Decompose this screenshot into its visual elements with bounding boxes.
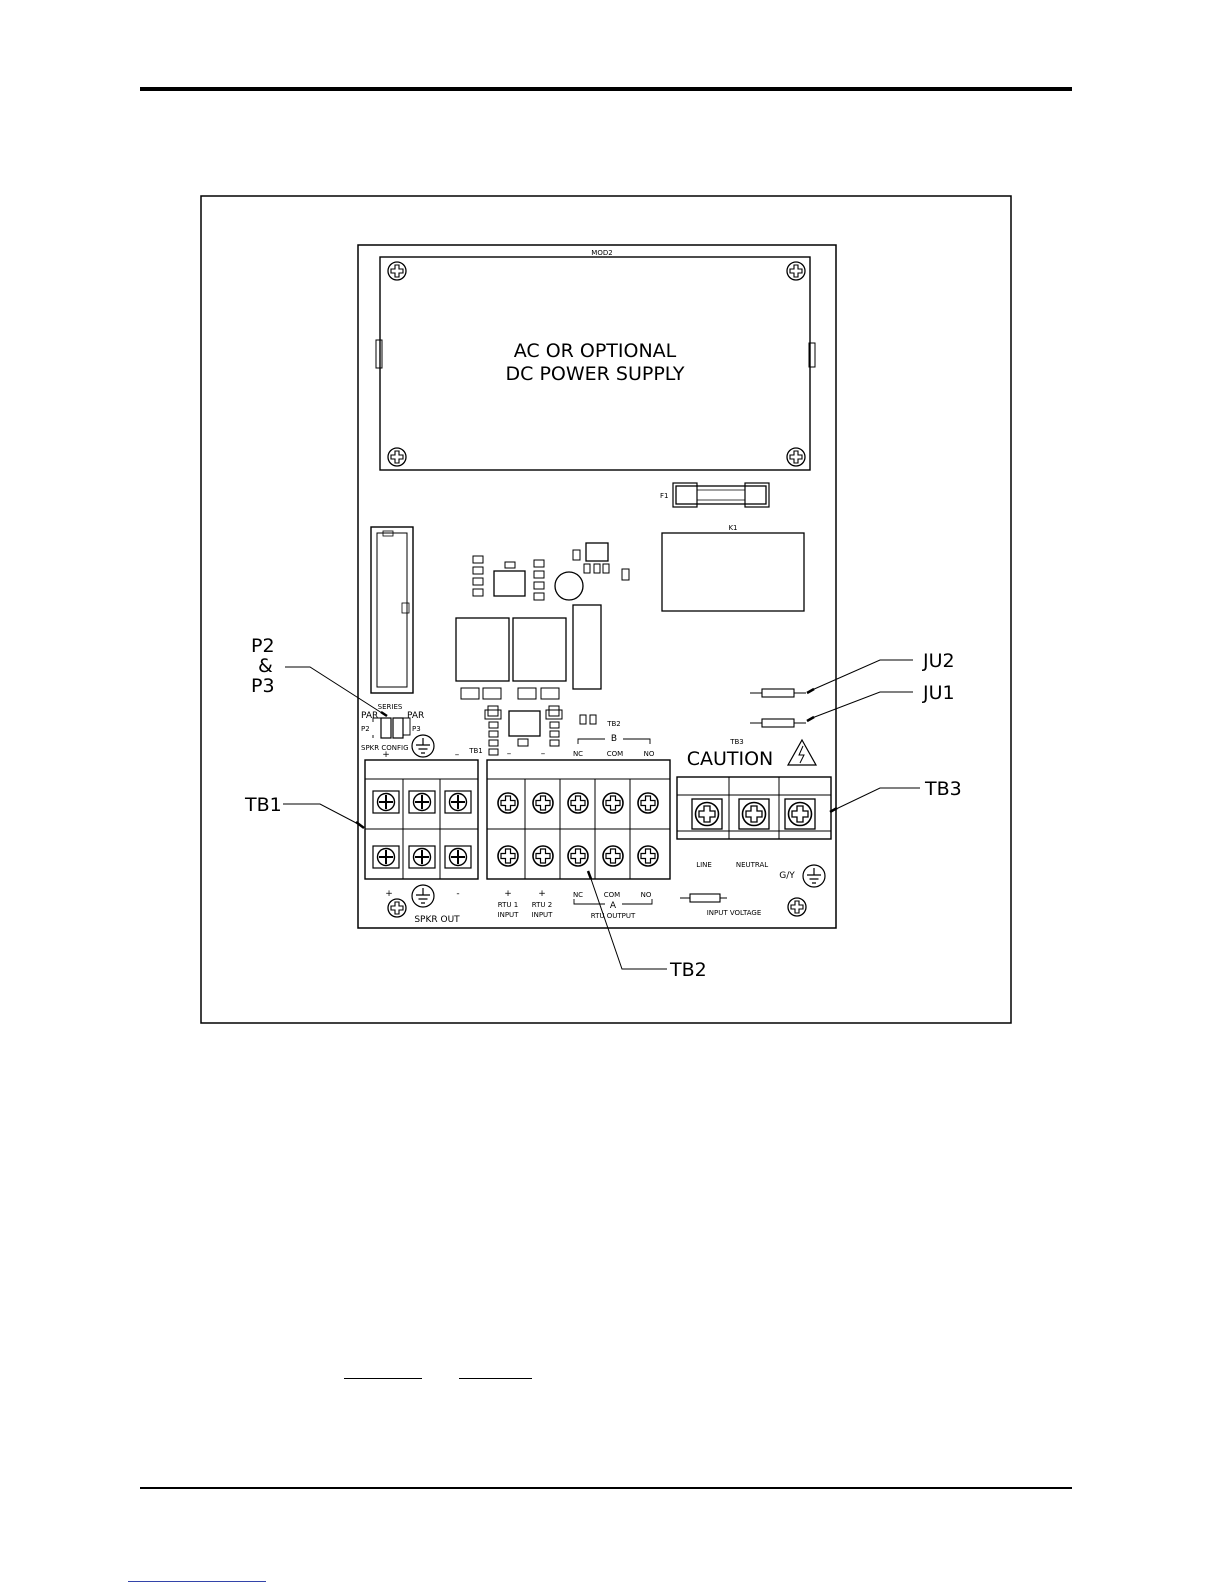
callout-tb2: TB2: [669, 959, 707, 981]
tb2-group-a-label: A: [610, 901, 617, 911]
lightning-warning-icon: [788, 740, 816, 765]
jumper-ju2: [750, 689, 806, 697]
tb3-neutral-label: NEUTRAL: [736, 861, 768, 869]
input-voltage-label: INPUT VOLTAGE: [707, 909, 762, 917]
config-p3-label: P3: [412, 725, 421, 733]
tb1-bottom-minus: -: [456, 889, 459, 899]
tb1-top-minus: –: [455, 750, 460, 760]
mounting-screw-icon: [388, 448, 406, 466]
vertical-connector: [371, 527, 413, 693]
fuse: F1: [660, 483, 769, 507]
tb3-gy-label: G/Y: [779, 871, 795, 881]
screw-terminal-icon: [785, 799, 815, 829]
screw-terminal-icon: [409, 846, 435, 868]
mounting-screw-icon: [787, 262, 805, 280]
config-p2-label: P2: [361, 725, 370, 733]
ground-symbol-icon: [803, 865, 825, 887]
screw-terminal-icon: [603, 793, 623, 813]
screw-terminal-icon: [568, 793, 588, 813]
input-voltage-jumper: [680, 894, 727, 902]
callout-p2: P2: [251, 635, 275, 657]
screw-terminal-icon: [568, 846, 588, 866]
tb1-ref-label: TB1: [468, 747, 483, 755]
screw-terminal-icon: [739, 799, 769, 829]
tb2-no-bottom: NO: [641, 891, 652, 899]
spkr-out-label: SPKR OUT: [414, 915, 460, 925]
ground-symbol-icon: [412, 885, 434, 907]
screw-terminal-icon: [445, 791, 471, 813]
jumper-ju1: [750, 719, 806, 727]
tb2-nc-bottom: NC: [573, 891, 583, 899]
tb2-ref-label: TB2: [606, 720, 621, 728]
rtu2-input-label-1: RTU 2: [532, 901, 552, 909]
mounting-screw-icon: [388, 899, 406, 917]
callout-ju2: JU2: [922, 650, 955, 672]
callout-tb3: TB3: [924, 778, 962, 800]
rtu2-input-label-2: INPUT: [532, 911, 554, 919]
config-par-left-label: PAR: [361, 711, 378, 721]
screw-terminal-icon: [409, 791, 435, 813]
screw-terminal-icon: [373, 791, 399, 813]
fuse-label: F1: [660, 492, 668, 500]
tb1-bottom-plus: +: [385, 889, 393, 899]
callout-p3: P3: [251, 675, 275, 697]
power-supply-module: AC OR OPTIONAL DC POWER SUPPLY: [376, 257, 815, 470]
power-supply-label-2: DC POWER SUPPLY: [506, 363, 685, 385]
screw-terminal-icon: [445, 846, 471, 868]
relay-k1: [662, 533, 804, 611]
screw-terminal-icon: [692, 799, 722, 829]
mounting-screw-icon: [388, 262, 406, 280]
rtu1-input-label-2: INPUT: [498, 911, 520, 919]
screw-terminal-icon: [603, 846, 623, 866]
screw-terminal-icon: [533, 846, 553, 866]
tb2-com-bottom: COM: [604, 891, 620, 899]
smd-components: [456, 543, 629, 755]
mounting-screw-icon: [787, 448, 805, 466]
tb2-plus-1: +: [504, 889, 512, 899]
speaker-config-jumper: SERIES PAR PAR P2 P3 SPKR CONFIG: [361, 703, 434, 757]
mounting-screw-icon: [788, 898, 806, 916]
power-supply-label-1: AC OR OPTIONAL: [514, 340, 677, 362]
caution-label: CAUTION: [687, 748, 774, 770]
rtu1-input-label-1: RTU 1: [498, 901, 518, 909]
tb2-group-b-label: B: [611, 734, 617, 744]
tb3-ref-label: TB3: [729, 738, 744, 746]
tb2-com-top: COM: [607, 750, 623, 758]
callout-ju1: JU1: [922, 682, 955, 704]
rtu-output-label: RTU OUTPUT: [591, 912, 636, 920]
relay-label: K1: [728, 524, 737, 532]
screw-terminal-icon: [638, 846, 658, 866]
callout-amp: &: [258, 655, 273, 677]
screw-terminal-icon: [498, 846, 518, 866]
tb2-minus-1: –: [507, 749, 512, 759]
board-ref-label: MOD2: [591, 249, 612, 257]
terminal-block-tb2: TB2 B NC COM NO – – + +: [487, 720, 670, 920]
tb2-minus-2: –: [541, 749, 546, 759]
terminal-block-tb1: + TB1 – + - SPKR OUT: [365, 747, 483, 925]
tb2-no-top: NO: [644, 750, 655, 758]
screw-terminal-icon: [533, 793, 553, 813]
tb3-line-label: LINE: [696, 861, 712, 869]
screw-terminal-icon: [373, 846, 399, 868]
screw-terminal-icon: [498, 793, 518, 813]
screw-terminal-icon: [638, 793, 658, 813]
ground-symbol-icon: [412, 735, 434, 757]
tb1-top-plus: +: [382, 750, 390, 760]
config-series-label: SERIES: [378, 703, 403, 711]
callout-tb1: TB1: [244, 794, 282, 816]
terminal-block-tb3: TB3 CAUTION LINE NEUTRAL G/Y INPUT: [677, 738, 831, 917]
tb2-plus-2: +: [538, 889, 546, 899]
tb2-nc-top: NC: [573, 750, 583, 758]
